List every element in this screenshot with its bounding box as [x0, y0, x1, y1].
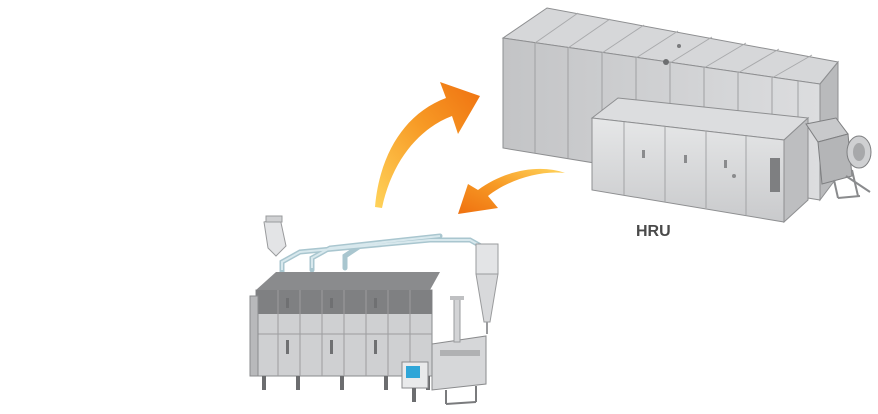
- curved-arrow-left-icon: [458, 168, 565, 214]
- curved-arrow-up-right-icon: [375, 82, 480, 208]
- hru-label: HRU: [636, 223, 671, 240]
- belt-dryer-machine: [249, 215, 499, 405]
- hru-machine: [501, 7, 872, 224]
